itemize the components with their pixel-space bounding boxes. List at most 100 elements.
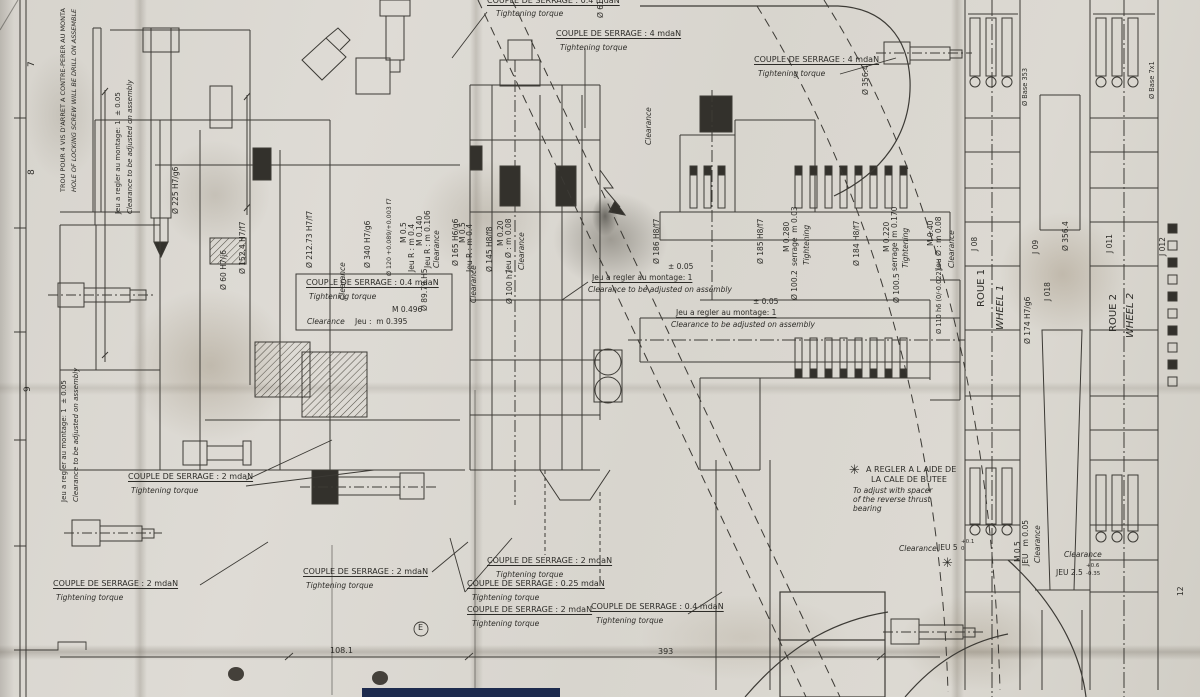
clearance-jeu25-tol-hi: +0.6 xyxy=(1086,563,1100,569)
adjust-note-3-fr: Jeu a regler au montage: 1 ± 0.05 xyxy=(114,92,122,214)
adjust-note-2-en: Clearance to be adjusted on assembly xyxy=(671,320,815,329)
spacer-note-fr-2: LA CALE DE BUTEE xyxy=(871,475,947,484)
torque-1-fr: COUPLE DE SERRAGE : 0.4 mdaN xyxy=(487,0,620,5)
dim: Ø Base 353 xyxy=(1021,67,1029,106)
torque-2-fr: COUPLE DE SERRAGE : 4 mdaN xyxy=(556,29,682,38)
torque-4-jeu: Jeu : m 0.395 xyxy=(355,317,408,326)
torque-8-fr: COUPLE DE SERRAGE : 2 mdaN xyxy=(487,556,613,565)
clearance-jeu5-en: Clearance xyxy=(899,544,937,553)
outline-curves xyxy=(640,5,1087,697)
dim: Ø Base 7x1 xyxy=(1148,61,1156,99)
dim: Jeu R : m 0.106 xyxy=(423,210,432,268)
torque-9-en: Tightening torque xyxy=(472,593,540,602)
bolt-bottom-right xyxy=(883,618,985,645)
left-assembly xyxy=(48,0,465,547)
ref-label: J 018 xyxy=(1043,282,1052,301)
torque-4-en: Tightening torque xyxy=(309,292,377,301)
dim: Ø 356.4 xyxy=(1061,221,1070,251)
dim: Ø 212.73 H7/f7 xyxy=(305,210,314,268)
drill-note-en: HOLE OF LOCKING SCREW WILL BE DRILL ON A… xyxy=(70,8,78,192)
ref-label: J 012 xyxy=(1158,237,1167,256)
dim: Ø 356.4 xyxy=(861,65,870,95)
dim: Ø 340 H7/g6 xyxy=(363,220,372,268)
torque-7-fr: COUPLE DE SERRAGE : 2 mdaN xyxy=(303,567,429,576)
spacer-note-en-3: bearing xyxy=(853,504,882,513)
torque-4-m: M 0.496 xyxy=(392,305,423,314)
datum-letter: E xyxy=(418,623,424,632)
spacer-note-en-2: of the reverse thrust xyxy=(853,495,931,504)
dim: Ø 89.79 H5 xyxy=(420,268,429,311)
dimension-lines xyxy=(22,11,940,695)
torque-1-en: Tightening torque xyxy=(496,9,564,18)
dim: Jeu Ø : m 0.08 xyxy=(934,216,943,270)
zone-marker: 7 xyxy=(27,61,37,67)
dim: Ø 60 H7/j6 xyxy=(219,249,228,290)
dim: JEU m 0.05 xyxy=(1021,520,1030,566)
dim: Ø 100 h7 xyxy=(505,269,514,304)
dim: Ø 225 H7/g6 xyxy=(171,166,180,214)
torque-10-en: Tightening torque xyxy=(472,619,540,628)
clearance-jeu5-tol-lo: 0 xyxy=(961,546,965,552)
dim: Jeu Ø : m 0.08 xyxy=(504,218,513,272)
torque-10-fr: COUPLE DE SERRAGE : 2 mdaN xyxy=(467,605,593,614)
wheel-1-en: WHEEL 1 xyxy=(995,284,1006,330)
adjust-note-1-en: Clearance to be adjusted on assembly xyxy=(588,285,732,294)
dim-108: 108.1 xyxy=(330,646,353,655)
spacer-note-en-1: To adjust with spacer xyxy=(853,486,933,495)
torque-6-en: Tightening torque xyxy=(56,593,124,602)
dim: Clearance xyxy=(644,107,653,145)
torque-3-fr: COUPLE DE SERRAGE : 4 mdaN xyxy=(754,55,880,64)
dim: Clearance xyxy=(432,230,441,268)
ref-label: J 09 xyxy=(1031,239,1040,254)
bolt-top-right xyxy=(876,41,972,65)
zone-marker: 8 xyxy=(27,169,37,175)
dim: Clearance xyxy=(517,232,526,270)
wheel-columns xyxy=(964,0,1178,697)
wheel-2-fr: ROUE 2 xyxy=(1108,294,1119,332)
torque-5-en: Tightening torque xyxy=(131,486,199,495)
torque-3-en: Tightening torque xyxy=(758,69,826,78)
torque-4-fr: COUPLE DE SERRAGE : 0.4 mdaN xyxy=(306,278,439,287)
torque-4-clearance: Clearance xyxy=(307,317,345,326)
torque-7-en: Tightening torque xyxy=(306,581,374,590)
torque-5-fr: COUPLE DE SERRAGE : 2 mdaN xyxy=(128,472,254,481)
adjust-note-1-fr: Jeu a regler au montage: 1 xyxy=(592,273,693,282)
dim: Ø 186 H8/f7 xyxy=(652,218,661,264)
adjust-note-3-en: Clearance to be adjusted on assembly xyxy=(126,79,134,214)
dim: Clearance xyxy=(338,262,347,300)
adjust-note-1-tol: ± 0.05 xyxy=(668,262,694,271)
dim: Clearance xyxy=(947,230,956,268)
clearance-jeu5-tol-hi: +0.1 xyxy=(961,539,975,545)
dim: Clearance xyxy=(469,265,478,303)
dim: Ø 100.2 xyxy=(790,270,799,300)
adjust-note-2-fr: Jeu a regler au montage: 1 xyxy=(676,308,777,317)
adjust-note-4-en: Clearance to be adjusted on assembly xyxy=(72,367,80,502)
dim: Ø 174 H7/g6 xyxy=(1023,296,1032,344)
torque-9-fr: COUPLE DE SERRAGE : 0.25 mdaN xyxy=(467,579,605,588)
dim: Ø 110 h6 (0/-0.022) xyxy=(935,268,943,334)
spacer-note-fr-1: A REGLER A L AIDE DE xyxy=(866,465,957,474)
drill-note-fr: TROU POUR 4 VIS D'ARRET A CONTRE-PERER A… xyxy=(59,8,67,192)
clearance-jeu25-en: Clearance xyxy=(1064,550,1102,559)
dim: Ø 120 +0.089/+0.003 f7 xyxy=(386,198,393,276)
wheel-2-en: WHEEL 2 xyxy=(1125,292,1136,338)
ref-label: J 011 xyxy=(1105,234,1114,253)
dim: Ø 152.4 H7/f7 xyxy=(238,221,247,275)
torque-8-en: Tightening torque xyxy=(496,570,564,579)
clearance-jeu5-fr: JEU 5 xyxy=(938,543,958,552)
clearance-jeu25-fr: JEU 2.5 xyxy=(1056,568,1083,577)
adjust-note-2-tol: ± 0.05 xyxy=(753,297,779,306)
adjust-note-4-fr: Jeu a regler au montage: 1 ± 0.05 xyxy=(60,380,68,502)
dim: Tightening xyxy=(901,227,910,268)
dim: Ø 100.5 xyxy=(892,273,901,303)
dim: Ø 185 H8/f7 xyxy=(756,218,765,264)
right-shaft-assembly xyxy=(628,90,965,690)
torque-6-fr: COUPLE DE SERRAGE : 2 mdaN xyxy=(53,579,179,588)
dim: 12 xyxy=(1176,586,1185,596)
dim: Ø 145 H8/f8 xyxy=(485,226,494,272)
torque-11-fr: COUPLE DE SERRAGE : 0.4 mdaN xyxy=(591,602,724,611)
wheel-1-fr: ROUE 1 xyxy=(976,269,987,307)
dim: Ø 184 H8/f7 xyxy=(852,220,861,266)
